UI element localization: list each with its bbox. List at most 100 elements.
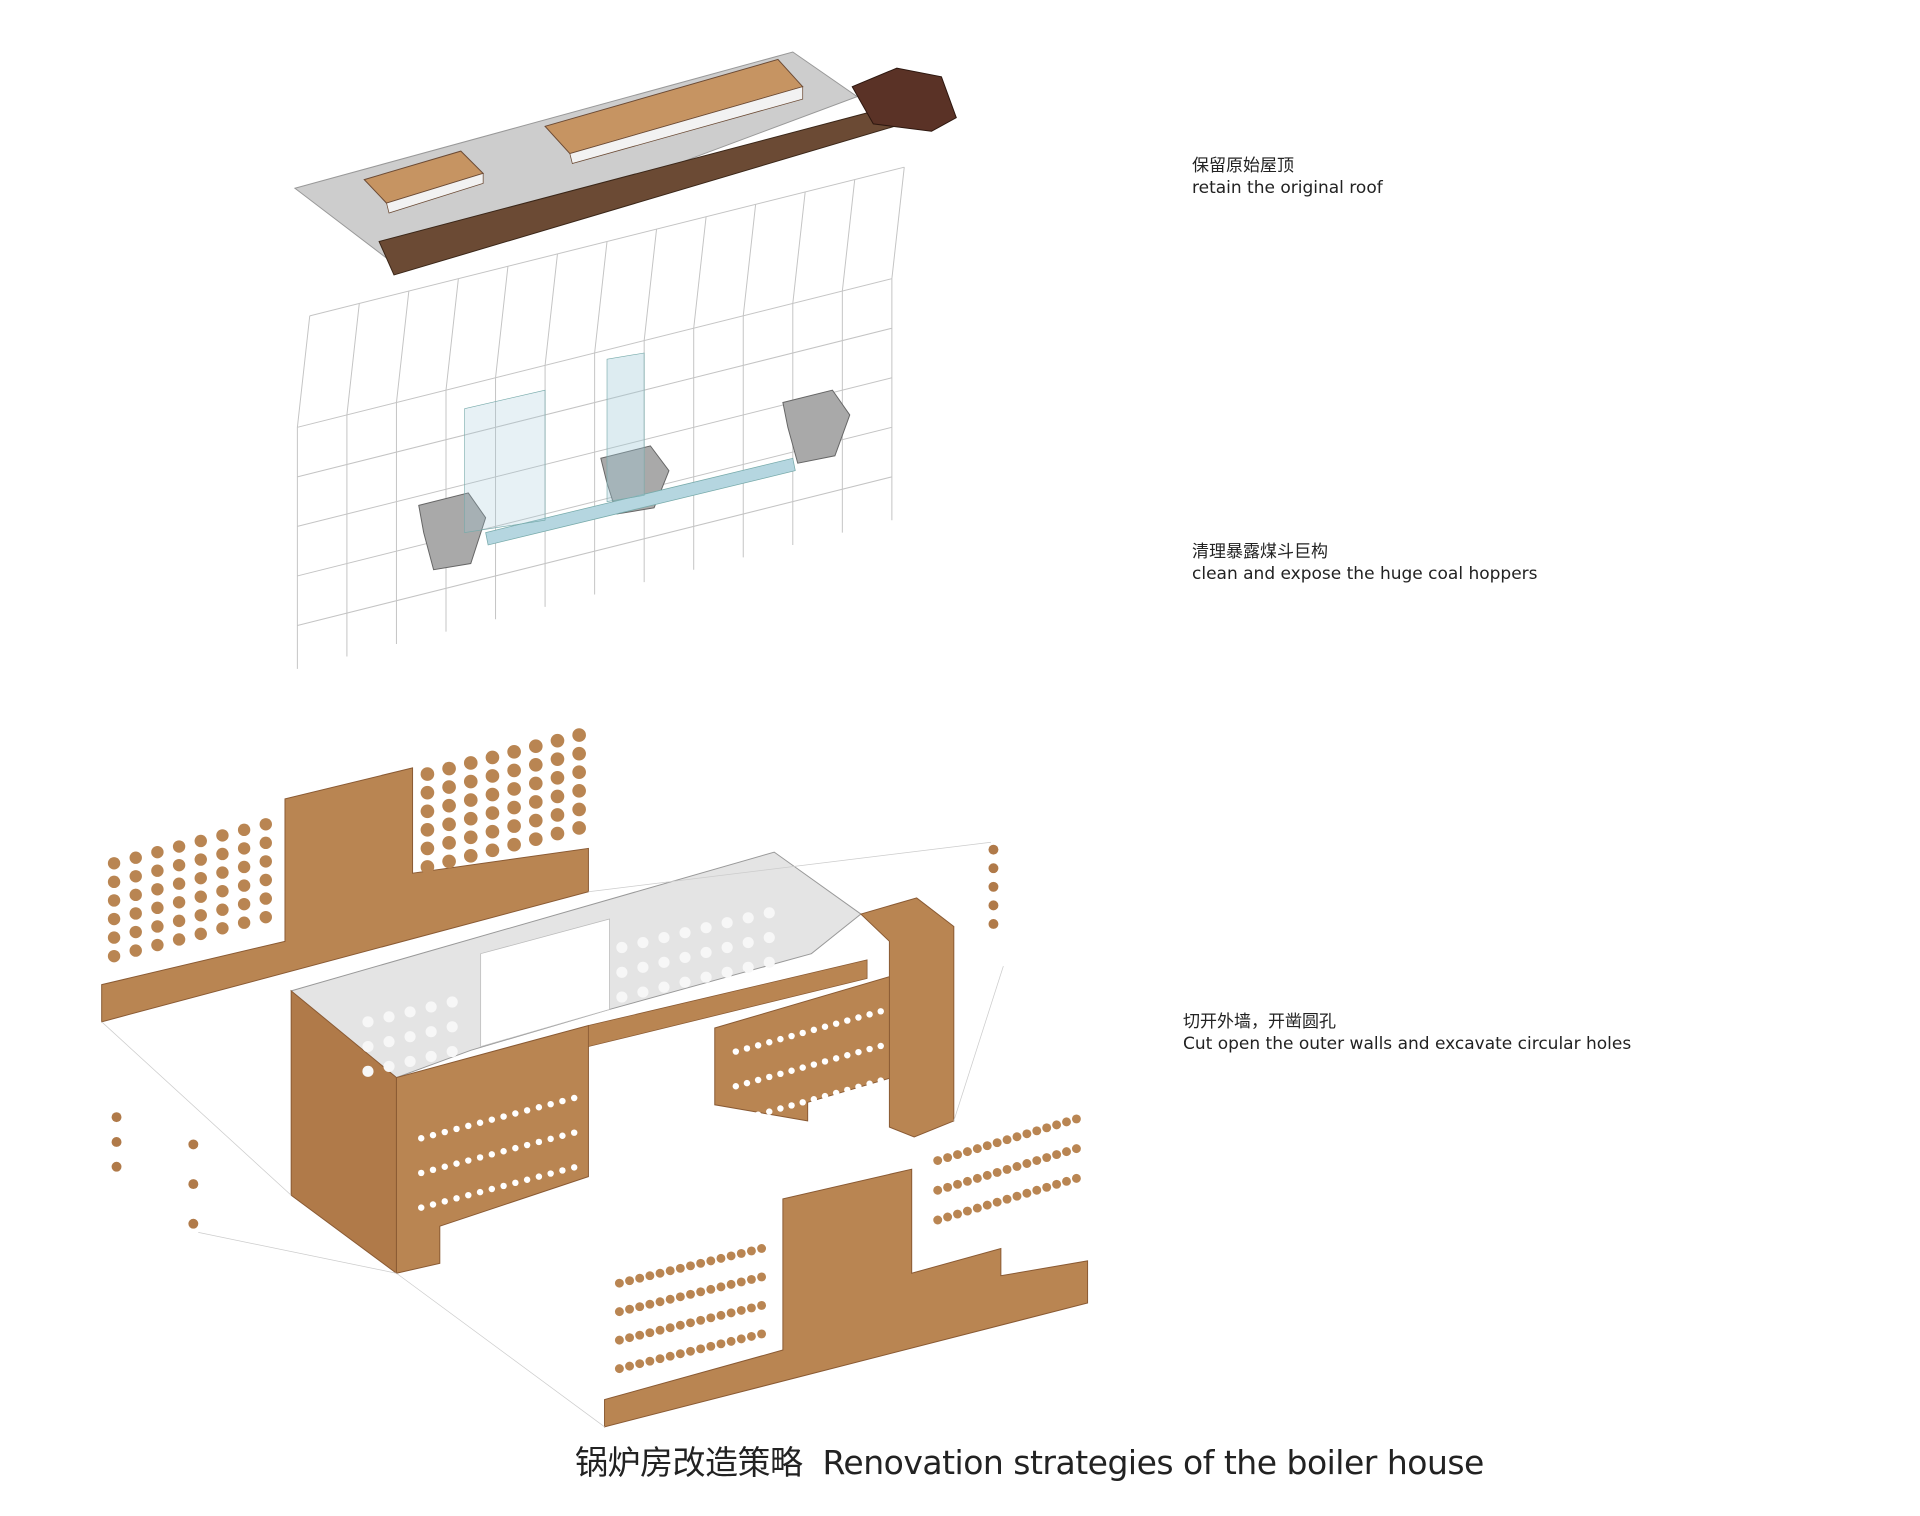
circular-hole [453, 1160, 460, 1167]
circular-hole [151, 920, 164, 933]
circular-hole [616, 966, 628, 978]
circular-hole [547, 1100, 554, 1108]
circular-hole [766, 1073, 773, 1081]
circular-hole [1022, 1129, 1032, 1139]
circular-hole [777, 1070, 784, 1078]
caption-en: Renovation strategies of the boiler hous… [822, 1443, 1484, 1482]
circular-hole [645, 1356, 655, 1366]
circular-hole [425, 1026, 437, 1038]
circular-hole [172, 858, 186, 872]
circular-hole [559, 1132, 566, 1139]
circular-hole [732, 1117, 740, 1125]
circular-hole [746, 1246, 756, 1256]
circular-hole [706, 1313, 716, 1323]
frame-roof-arch [643, 229, 658, 341]
circular-hole [441, 1128, 448, 1136]
circular-hole [441, 1198, 448, 1205]
circular-hole [512, 1110, 519, 1117]
circular-hole [172, 933, 186, 946]
circular-hole [637, 961, 649, 973]
circular-hole [799, 1099, 806, 1106]
circular-hole [655, 1297, 665, 1307]
circular-hole [463, 774, 478, 789]
circular-hole [1002, 1135, 1012, 1145]
circular-hole [614, 1364, 624, 1374]
circular-hole [1052, 1179, 1062, 1189]
circular-hole [559, 1167, 566, 1174]
circular-hole [777, 1105, 784, 1112]
circular-hole [442, 836, 456, 850]
circular-hole [1002, 1164, 1012, 1174]
circular-hole [550, 733, 565, 748]
circular-hole [616, 991, 628, 1003]
circular-hole [988, 881, 999, 892]
circular-hole [500, 1148, 507, 1155]
circular-hole [675, 1349, 685, 1359]
circular-hole [696, 1344, 706, 1354]
circular-hole [988, 919, 999, 929]
circular-hole [129, 925, 142, 939]
circular-hole [362, 1065, 374, 1077]
circular-hole [570, 1164, 578, 1171]
circular-hole [216, 903, 229, 916]
circular-hole [686, 1318, 695, 1328]
circular-hole [463, 756, 478, 770]
circular-hole [420, 785, 435, 800]
glass-shaft [464, 389, 546, 533]
circular-hole [675, 1263, 685, 1273]
circular-hole [485, 806, 500, 820]
circular-hole [721, 941, 733, 954]
circular-hole [453, 1125, 460, 1133]
circular-hole [665, 1266, 675, 1276]
circular-hole [418, 1169, 425, 1177]
circular-hole [686, 1289, 695, 1299]
circular-hole [746, 1331, 756, 1341]
guide-lines [101, 841, 1004, 1428]
circular-hole [614, 1307, 624, 1317]
frame-ridge [309, 166, 905, 317]
circular-hole [151, 845, 164, 859]
circular-hole [488, 1185, 496, 1193]
circular-hole [700, 971, 712, 983]
circular-hole [1042, 1123, 1052, 1133]
circular-hole [523, 1107, 531, 1114]
circular-hole [129, 888, 142, 902]
circular-hole [614, 1335, 624, 1345]
circular-hole [658, 956, 670, 968]
circular-hole [696, 1287, 706, 1297]
circular-hole [696, 1258, 706, 1268]
circular-hole [107, 857, 121, 870]
circular-hole [111, 1112, 122, 1123]
circular-hole [404, 1006, 416, 1018]
circular-hole [507, 800, 521, 815]
circular-hole [821, 1058, 829, 1065]
circular-hole [933, 1185, 943, 1195]
circular-hole [877, 1042, 884, 1050]
circular-hole [151, 883, 164, 896]
circular-hole [453, 1195, 460, 1202]
circular-hole [635, 1359, 645, 1369]
circular-hole [446, 1045, 458, 1058]
circular-hole [547, 1135, 554, 1143]
circular-hole [425, 1050, 437, 1063]
circular-hole [788, 1102, 795, 1109]
circular-hole [465, 1157, 472, 1164]
frame-roof-arch [495, 266, 509, 378]
circular-hole [404, 1055, 416, 1068]
circular-hole [1022, 1188, 1032, 1198]
coal-hopper [418, 492, 487, 571]
frame-roof-arch [296, 315, 311, 428]
circular-hole [743, 1079, 751, 1087]
circular-hole [686, 1261, 695, 1271]
circular-hole [172, 896, 186, 909]
circular-hole [485, 787, 500, 802]
circular-hole [237, 860, 251, 874]
circular-hole [420, 860, 435, 874]
frame-roof-arch [742, 204, 757, 316]
circular-hole [679, 927, 691, 939]
circular-hole [216, 829, 229, 842]
circular-hole [943, 1153, 953, 1163]
circular-hole [129, 907, 142, 920]
circular-hole [528, 758, 543, 772]
circular-hole [259, 910, 272, 924]
